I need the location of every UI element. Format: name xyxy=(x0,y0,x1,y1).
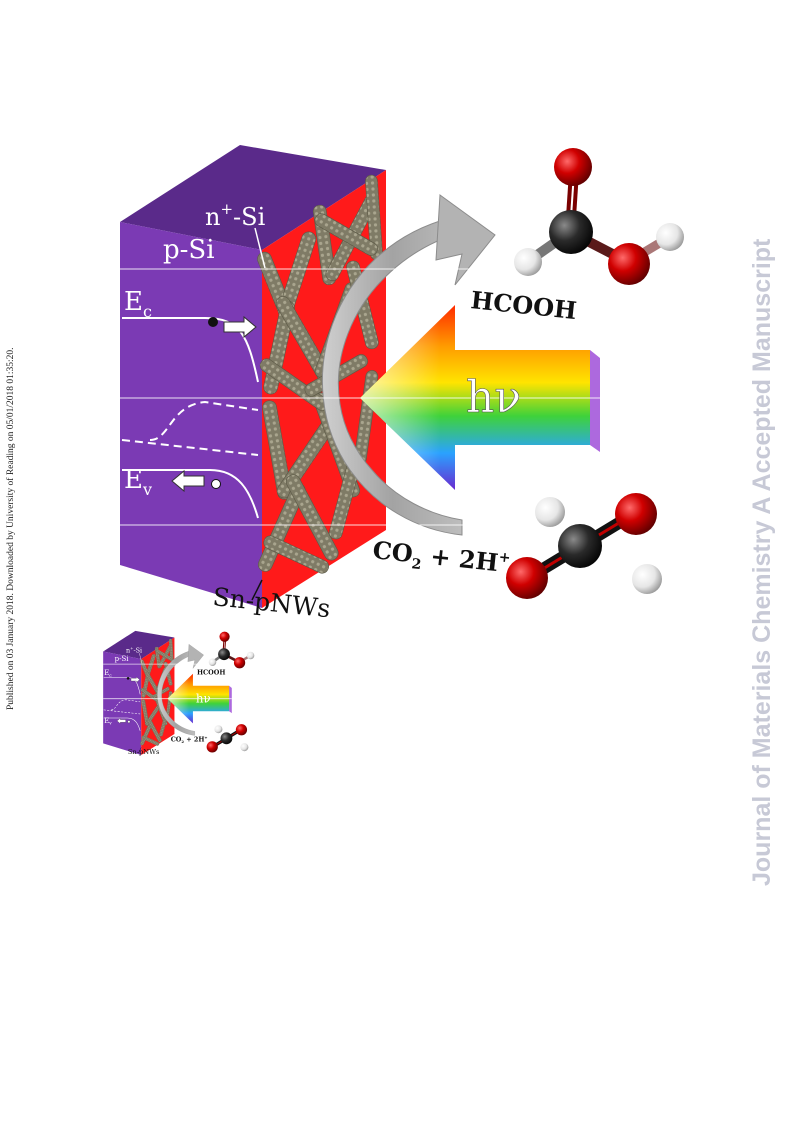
schematic-thumbnail: n+-Si p-Si Ec Ev HCOOH hν CO2 + 2H+ Sn-p… xyxy=(101,629,256,757)
svg-text:Sn-pNWs: Sn-pNWs xyxy=(128,748,160,756)
label-n-si: n+-Si xyxy=(205,200,266,231)
svg-text:Ev: Ev xyxy=(104,717,112,727)
label-sn-pnws: Sn-pNWs xyxy=(211,582,331,623)
label-ev: Ev xyxy=(124,465,152,499)
svg-text:CO2 + 2H+: CO2 + 2H+ xyxy=(171,735,208,744)
svg-text:p-Si: p-Si xyxy=(115,655,130,663)
svg-text:Ec: Ec xyxy=(104,669,112,679)
svg-text:n+-Si: n+-Si xyxy=(126,645,142,654)
label-ec: Ec xyxy=(124,287,152,321)
label-co2: CO2 + 2H+ xyxy=(371,535,511,582)
svg-text:HCOOH: HCOOH xyxy=(197,669,225,677)
svg-text:hν: hν xyxy=(196,691,211,705)
label-hv: hν xyxy=(466,372,521,423)
label-p-si: p-Si xyxy=(163,235,215,265)
label-hcooh: HCOOH xyxy=(469,285,578,325)
